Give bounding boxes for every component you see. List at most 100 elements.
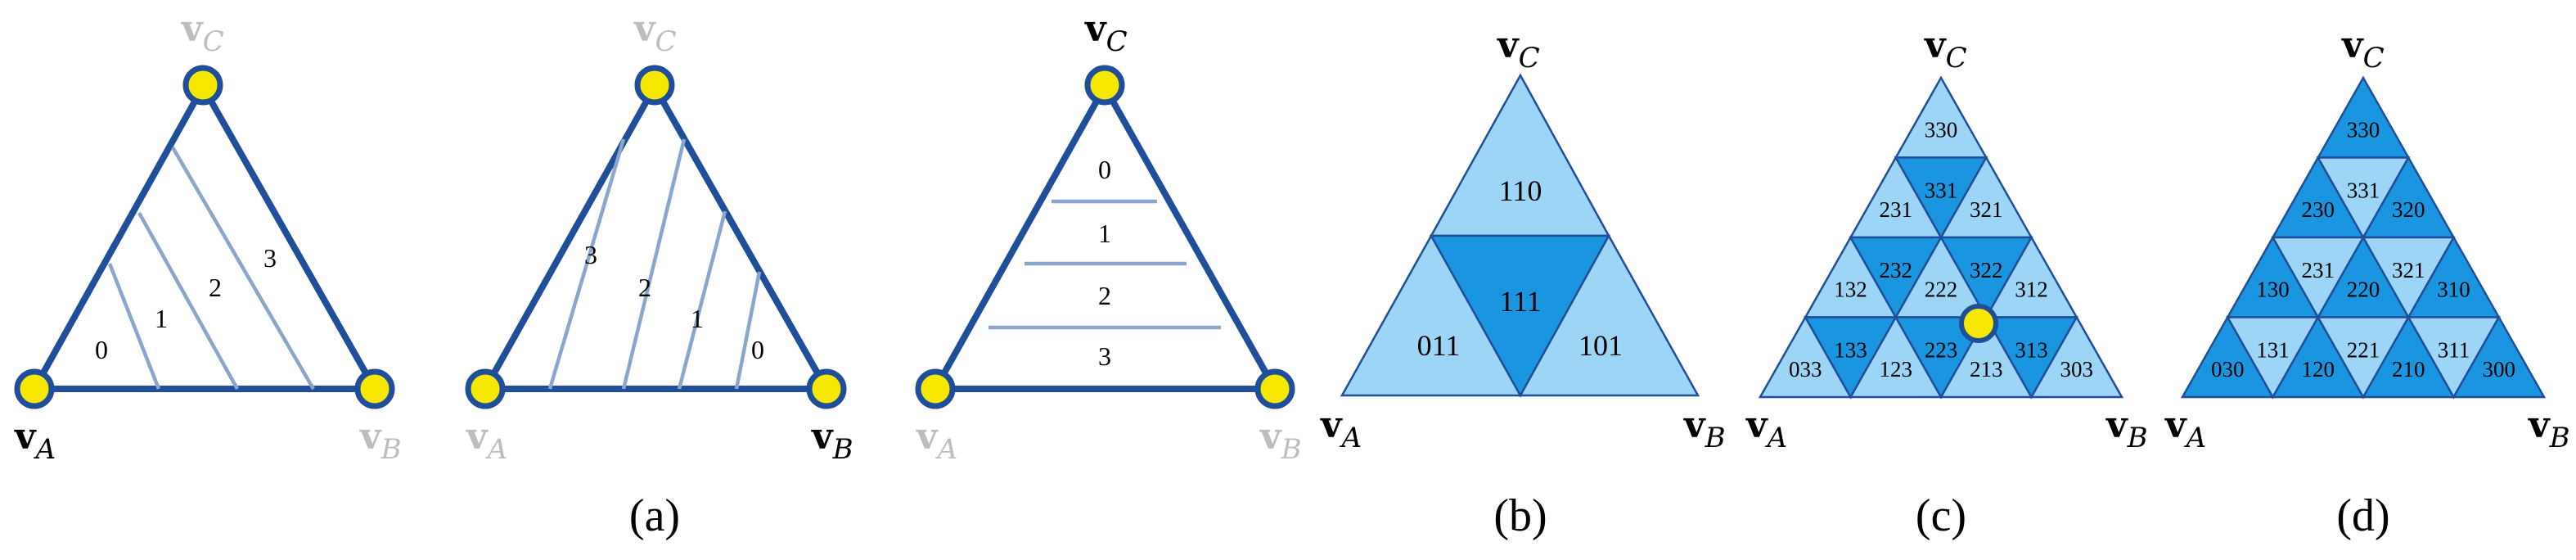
subtriangle-up	[1429, 73, 1611, 237]
caption-c: (c)	[1916, 490, 1966, 541]
region-label: 0	[751, 335, 764, 364]
cell-label: 222	[1925, 277, 1958, 301]
cell-label: 330	[2347, 117, 2380, 142]
panel-d: 3302303313201302312203213100301311202212…	[2164, 25, 2570, 454]
cell-label: 331	[1925, 178, 1958, 203]
vertex-label-c: vC	[1084, 8, 1128, 58]
barycentric-line	[107, 263, 161, 390]
region-label: 1	[155, 304, 168, 333]
caption-b: (b)	[1493, 490, 1547, 541]
vertex-label-b: vB	[359, 416, 402, 466]
vertex-label-b: vB	[1683, 404, 1726, 454]
barycentric-line	[734, 271, 762, 390]
vertex-label-b: vB	[1259, 416, 1302, 466]
vertex-label-a: vA	[466, 416, 507, 466]
cell-label: 011	[1417, 329, 1461, 362]
caption-d: (d)	[2336, 490, 2389, 541]
barycentric-line	[621, 138, 687, 390]
vertex-marker-c	[1084, 65, 1125, 106]
caption-a: (a)	[629, 490, 680, 541]
panel-a3: 0 1 2 3 vC vA vB	[915, 8, 1302, 466]
subtriangle-up	[2452, 314, 2547, 399]
region-label: 3	[263, 243, 277, 273]
vertex-label-c: vC	[633, 8, 677, 58]
cell-label: 320	[2392, 197, 2425, 222]
cell-label: 131	[2256, 338, 2290, 363]
vertex-label-c: vC	[1924, 25, 1967, 75]
triangle-outline	[932, 84, 1278, 392]
cell-label: 231	[2302, 258, 2335, 282]
region-label: 3	[1098, 341, 1111, 371]
cell-label: 232	[1880, 258, 1913, 282]
cell-label: 123	[1880, 357, 1913, 382]
cell-label: 313	[2015, 338, 2048, 363]
triangle-outline	[482, 84, 830, 392]
panel-a1: 0 1 2 3 vC vA vB	[14, 8, 402, 466]
region-label: 2	[209, 273, 222, 302]
region-label: 2	[638, 273, 651, 302]
vertex-marker-b	[354, 368, 395, 409]
cell-grid: 3302303313201302312203213100301311202212…	[2180, 75, 2547, 400]
cell-label: 111	[1499, 285, 1541, 318]
region-label: 0	[1098, 155, 1111, 184]
triangle-outline	[31, 84, 378, 392]
vertex-label-a: vA	[2164, 404, 2206, 454]
barycentric-line	[137, 211, 239, 391]
panel-b: 110 011 111 101 vC vA vB	[1320, 25, 1726, 454]
cell-label: 110	[1499, 174, 1542, 207]
region-label: 0	[95, 335, 108, 364]
cell-label: 130	[2256, 277, 2290, 301]
cell-label: 230	[2302, 197, 2335, 222]
vertex-marker-a	[465, 368, 506, 409]
cell-label: 231	[1880, 197, 1913, 222]
cell-label: 321	[1970, 197, 2003, 222]
vertex-label-b: vB	[2105, 404, 2148, 454]
highlight-vertex-marker	[1959, 304, 1998, 343]
vertex-label-c: vC	[1497, 25, 1540, 75]
cell-label: 210	[2392, 357, 2425, 382]
cell-label: 030	[2211, 357, 2245, 382]
subtriangle-up	[2029, 314, 2124, 399]
vertex-marker-b	[806, 368, 847, 409]
panel-a2: 3 2 1 0 vC vA vB	[465, 8, 853, 466]
region-label: 1	[1098, 219, 1111, 248]
vertex-label-a: vA	[14, 416, 56, 466]
cell-label: 133	[1834, 338, 1867, 363]
cell-label: 321	[2392, 258, 2425, 282]
cell-label: 120	[2302, 357, 2335, 382]
vertex-marker-a	[14, 368, 55, 409]
cell-label: 221	[2347, 338, 2380, 363]
cell-label: 330	[1925, 117, 1958, 142]
cell-label: 312	[2015, 277, 2048, 301]
vertex-marker-c	[634, 65, 675, 106]
region-label: 3	[584, 240, 597, 269]
barycentric-line	[547, 138, 626, 390]
vertex-label-b: vB	[2528, 404, 2570, 454]
cell-label: 101	[1578, 329, 1623, 362]
barycentric-line	[677, 210, 727, 390]
cell-label: 220	[2347, 277, 2380, 301]
cell-label: 300	[2483, 357, 2516, 382]
barycentric-line	[171, 146, 315, 391]
vertex-marker-b	[1254, 368, 1295, 409]
cell-label: 303	[2060, 357, 2094, 382]
cell-label: 311	[2438, 338, 2470, 363]
region-label: 1	[691, 304, 704, 333]
cell-grid: 330 231 331 321 132 232 222 322 312 033 133 123 223 2…	[1758, 75, 2124, 400]
cell-label: 132	[1834, 277, 1867, 301]
vertex-label-c: vC	[2341, 25, 2385, 75]
vertex-marker-a	[915, 368, 956, 409]
vertex-label-a: vA	[1745, 404, 1787, 454]
cell-label: 310	[2437, 277, 2470, 301]
vertex-label-a: vA	[916, 416, 957, 466]
vertex-label-b: vB	[811, 416, 853, 466]
cell-label: 213	[1970, 357, 2003, 382]
vertex-marker-c	[182, 65, 223, 106]
panel-c: 330 231 331 321 132 232 222 322 312 033 133 123 223 2…	[1745, 25, 2148, 454]
subtriangle-up	[1518, 233, 1700, 397]
cell-label: 223	[1925, 338, 1958, 363]
region-label: 2	[1098, 281, 1111, 310]
cell-label: 322	[1970, 258, 2003, 282]
cell-label: 033	[1789, 357, 1822, 382]
